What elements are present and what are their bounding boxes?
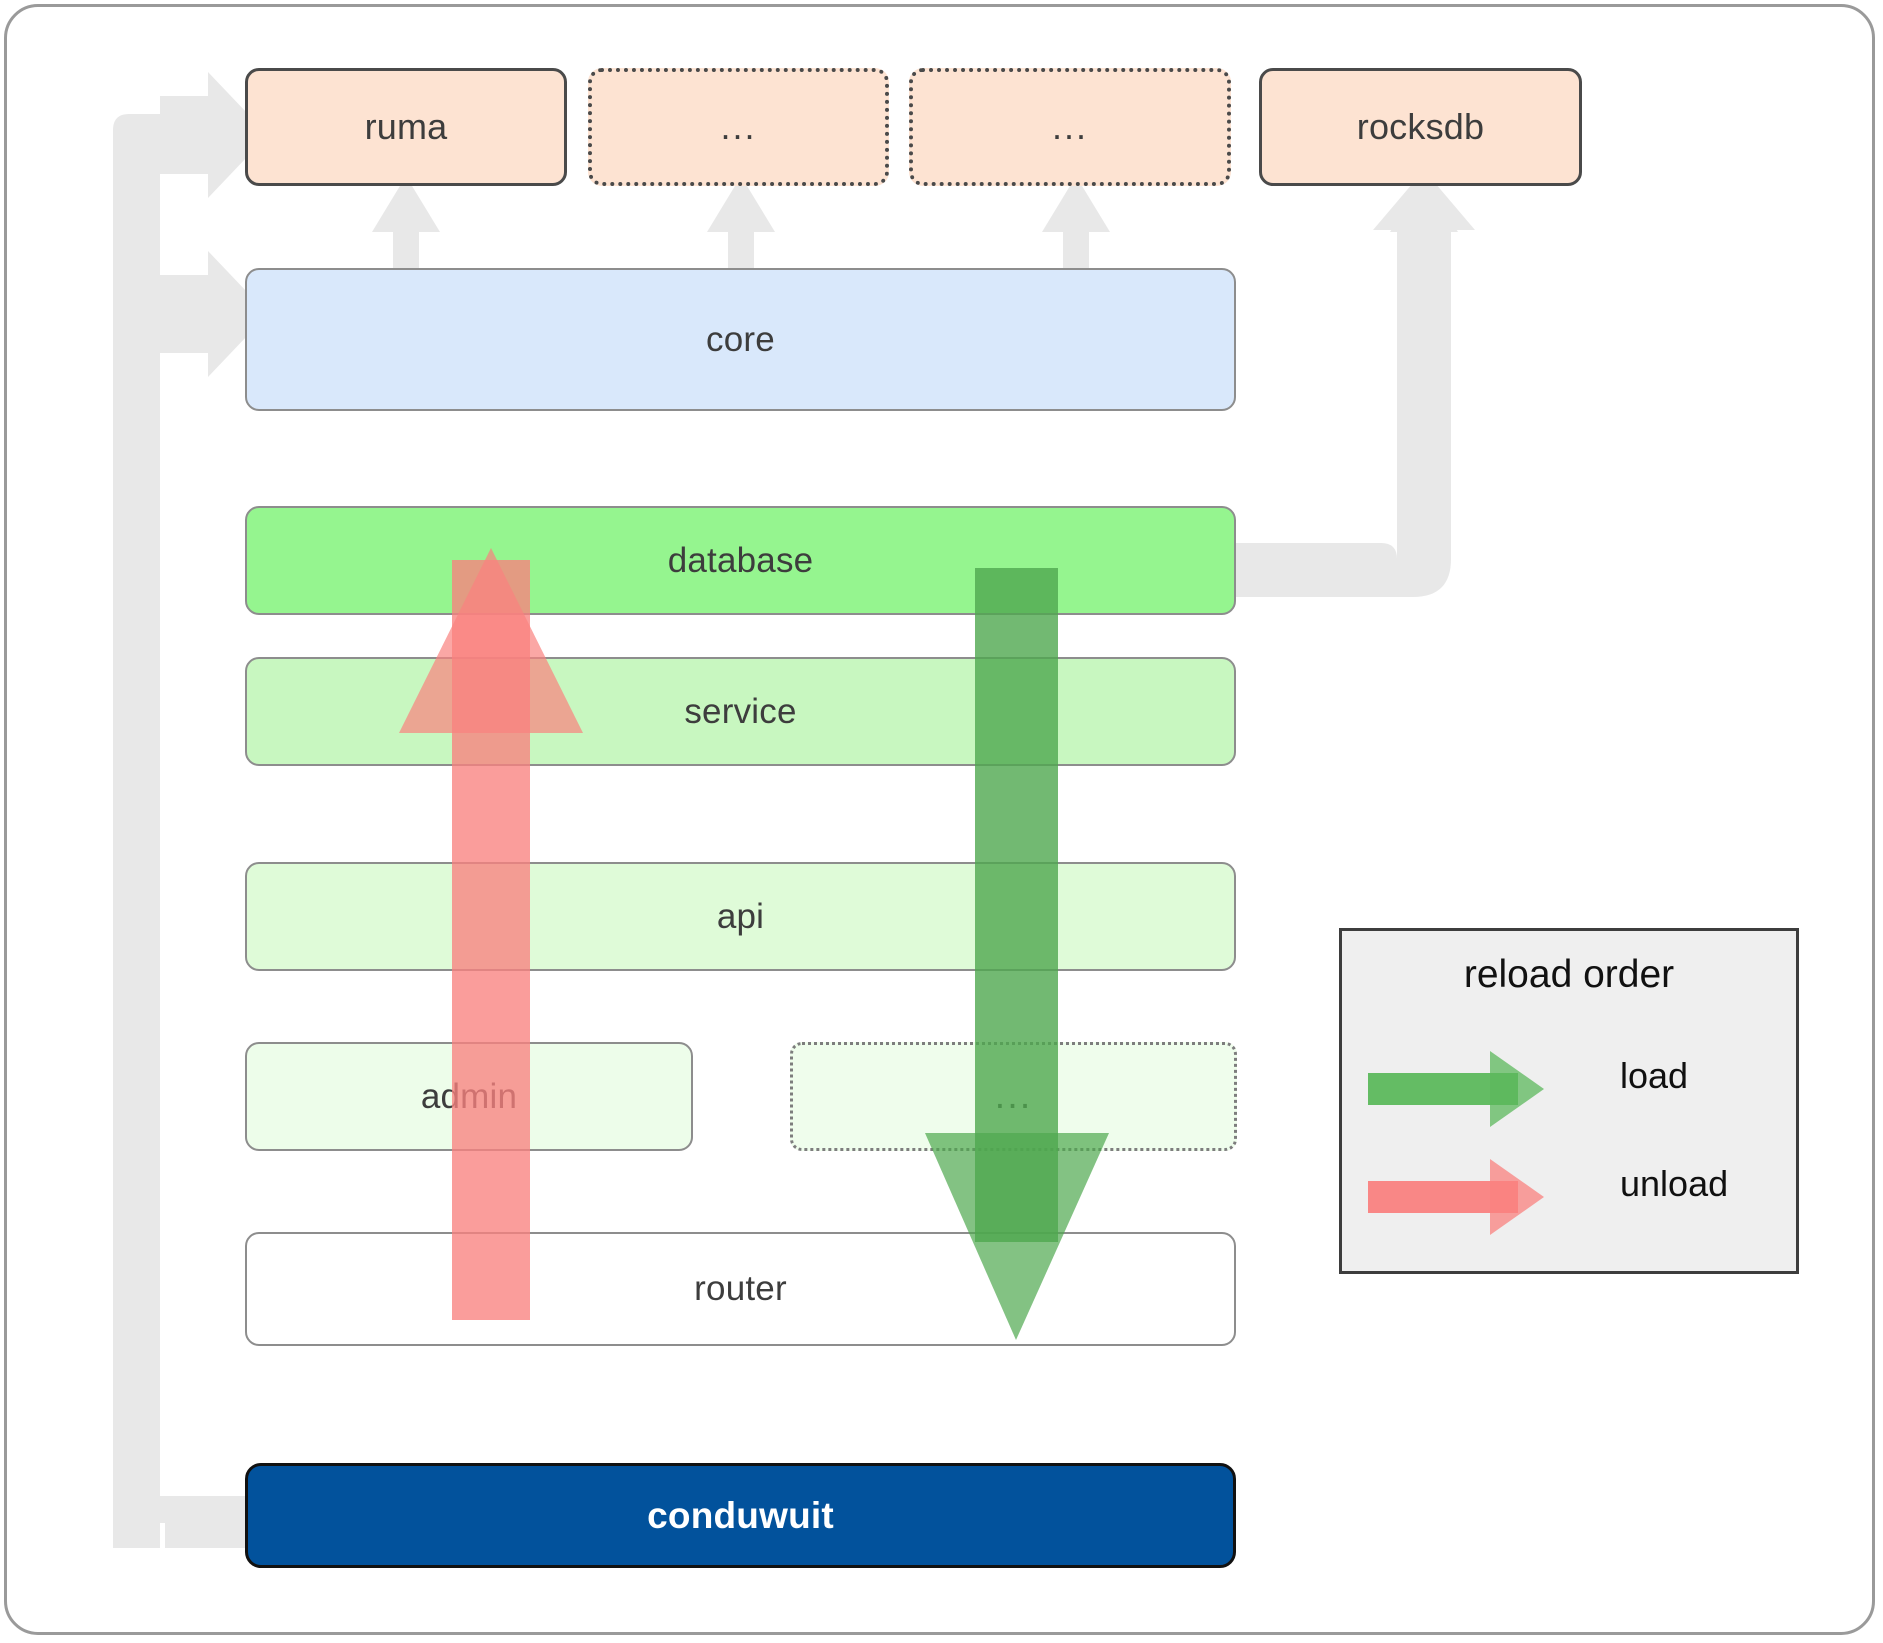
- legend-load-label: load: [1620, 1055, 1689, 1096]
- node-layer-placeholder[interactable]: ...: [790, 1042, 1237, 1151]
- legend-unload-label: unload: [1620, 1163, 1729, 1204]
- legend-item-load: load: [1342, 1041, 1796, 1127]
- node-conduwuit-label: conduwuit: [647, 1494, 834, 1536]
- node-rocksdb-label: rocksdb: [1356, 106, 1485, 147]
- node-router-label: router: [694, 1269, 787, 1308]
- node-rocksdb[interactable]: rocksdb: [1259, 68, 1582, 186]
- node-core-label: core: [706, 319, 775, 359]
- diagram-frame: [4, 4, 1875, 1635]
- unload-legend-icon: [1368, 1159, 1544, 1235]
- legend-item-unload: unload: [1342, 1149, 1796, 1235]
- node-database[interactable]: database: [245, 506, 1236, 615]
- node-service-label: service: [684, 691, 797, 731]
- node-conduwuit[interactable]: conduwuit: [245, 1463, 1236, 1568]
- node-admin-label: admin: [420, 1076, 518, 1116]
- node-ruma[interactable]: ruma: [245, 68, 567, 186]
- node-router[interactable]: router: [245, 1232, 1236, 1346]
- node-database-label: database: [667, 540, 814, 580]
- node-api[interactable]: api: [245, 862, 1236, 971]
- node-core[interactable]: core: [245, 268, 1236, 411]
- node-service[interactable]: service: [245, 657, 1236, 766]
- node-dependency-placeholder-2-label: ...: [1051, 105, 1088, 147]
- node-admin[interactable]: admin: [245, 1042, 693, 1151]
- legend-reload-order: reload order load unload: [1339, 928, 1799, 1274]
- node-dependency-placeholder-1-label: ...: [720, 105, 757, 147]
- node-dependency-placeholder-2[interactable]: ...: [909, 68, 1231, 186]
- node-ruma-label: ruma: [364, 106, 448, 147]
- node-api-label: api: [716, 896, 765, 936]
- legend-title: reload order: [1463, 953, 1675, 996]
- node-layer-placeholder-label: ...: [994, 1074, 1033, 1117]
- node-dependency-placeholder-1[interactable]: ...: [588, 68, 889, 186]
- load-legend-icon: [1368, 1051, 1544, 1127]
